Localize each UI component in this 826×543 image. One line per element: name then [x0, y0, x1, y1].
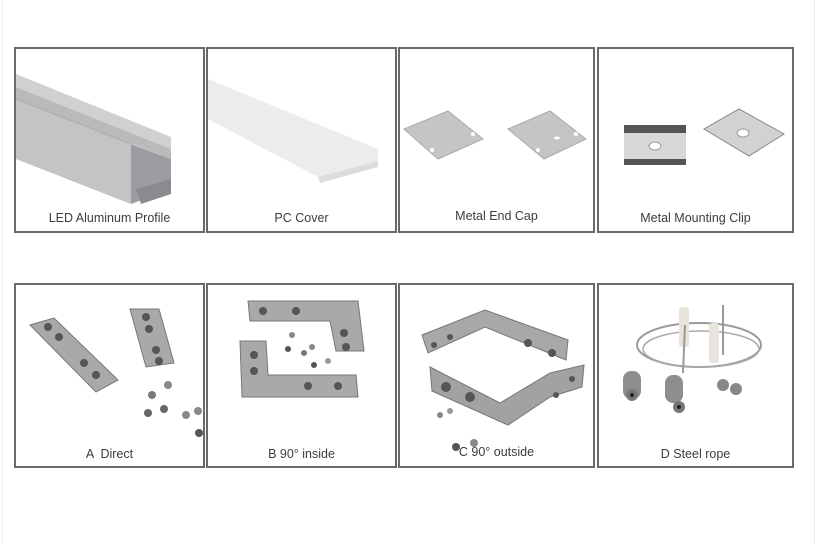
straight-connector-icon — [29, 308, 203, 437]
product-label: B 90° inside — [268, 447, 335, 461]
product-card-inside-corner[interactable]: B 90° inside — [206, 283, 397, 468]
product-label: C 90° outside — [458, 445, 535, 459]
aluminum-profile-icon — [16, 74, 171, 204]
inside-corner-connector-icon — [239, 300, 365, 398]
product-card-outside-corner[interactable]: C 90° outside — [398, 283, 595, 468]
product-card-aluminum-profile[interactable]: LED Aluminum Profile — [14, 47, 205, 233]
right-divider — [814, 0, 815, 543]
product-label: PC Cover — [274, 211, 329, 225]
product-label: D Steel rope — [660, 447, 731, 461]
product-label: A Direct — [85, 447, 134, 461]
steel-rope-icon — [623, 305, 762, 413]
product-label: LED Aluminum Profile — [48, 211, 171, 225]
product-card-end-cap[interactable]: Metal End Cap — [398, 47, 595, 233]
product-card-pc-cover[interactable]: PC Cover — [206, 47, 397, 233]
product-card-steel-rope[interactable]: D Steel rope — [597, 283, 794, 468]
pc-cover-icon — [208, 79, 378, 183]
left-divider — [2, 0, 3, 543]
product-card-mounting-clip[interactable]: Metal Mounting Clip — [597, 47, 794, 233]
outside-corner-connector-icon — [421, 309, 585, 451]
product-card-direct-connector[interactable]: A Direct — [14, 283, 205, 468]
mounting-clip-icon — [624, 108, 785, 165]
product-label: Metal Mounting Clip — [640, 211, 751, 225]
product-label: Metal End Cap — [455, 209, 538, 223]
end-cap-icon — [403, 110, 587, 160]
